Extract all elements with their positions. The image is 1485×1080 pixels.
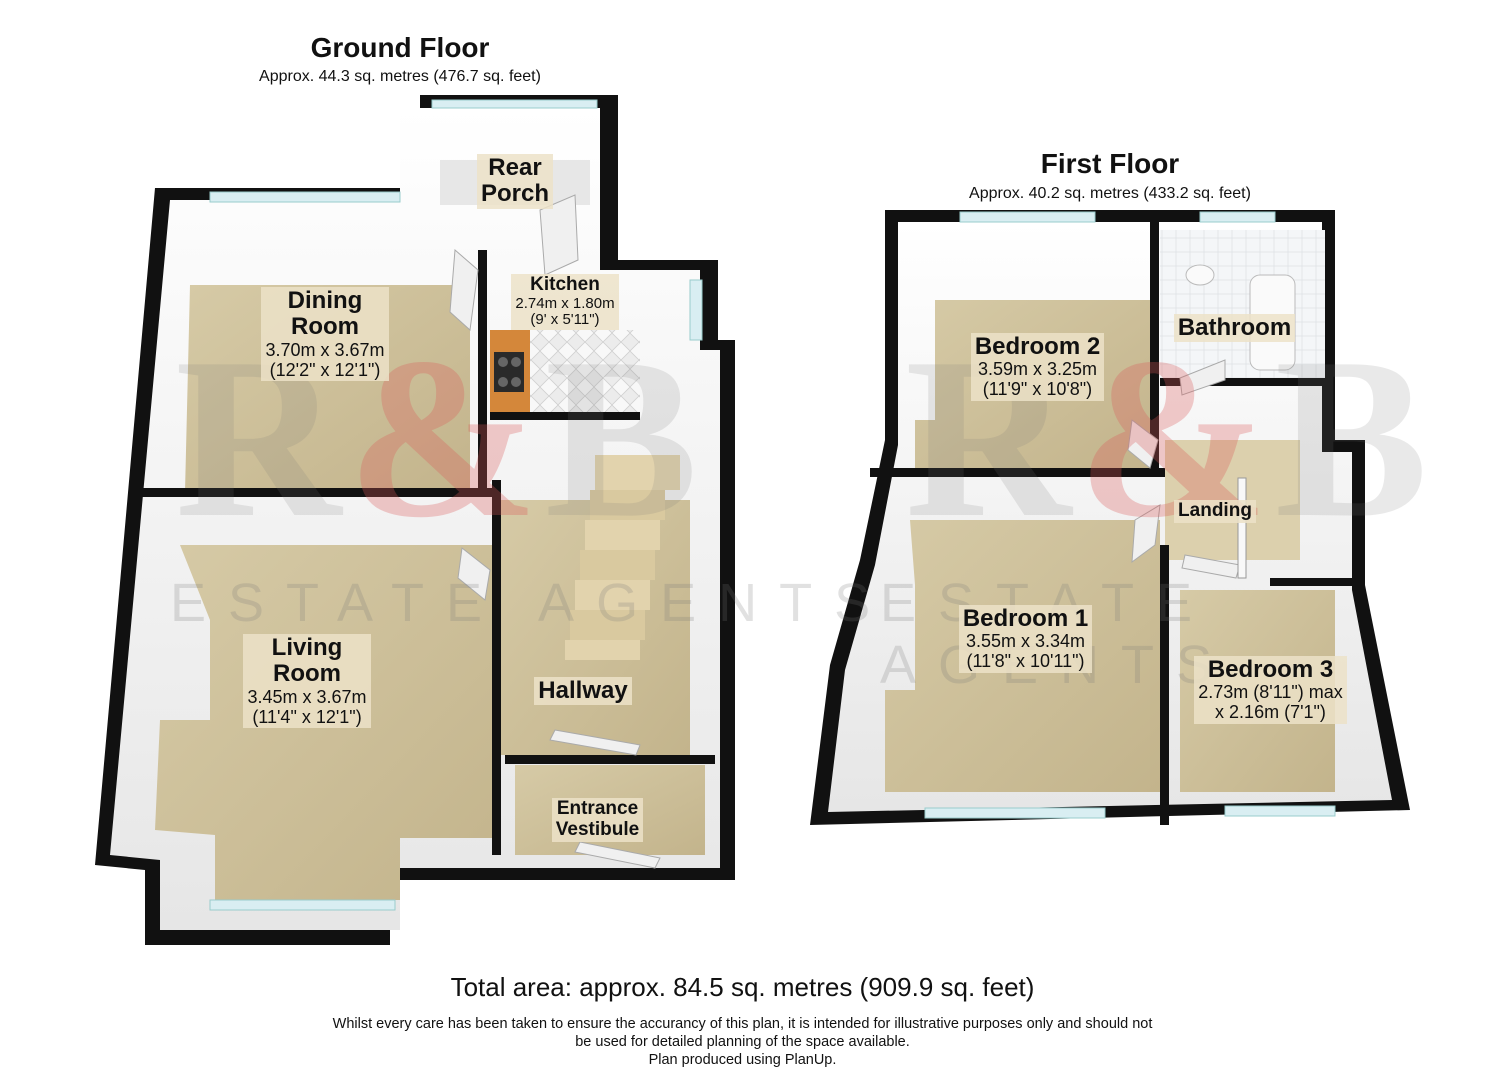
first-floor-area: Approx. 40.2 sq. metres (433.2 sq. feet)	[969, 185, 1251, 202]
kitchen-dim-imperial: (9' x 5'11")	[530, 311, 600, 329]
hallway-label: Hallway	[522, 677, 644, 706]
hob-ring-1	[498, 357, 508, 367]
dining-door	[449, 248, 479, 332]
disclaimer-line-3: Plan produced using PlanUp.	[648, 1052, 837, 1068]
hall-door	[549, 729, 641, 756]
bedroom1-dim-metric: 3.55m x 3.34m	[965, 631, 1086, 652]
hob-ring-2	[511, 357, 521, 367]
dining-room-dim-metric: 3.70m x 3.67m	[265, 339, 385, 360]
bathroom-window	[1199, 211, 1276, 223]
landing-name: Landing	[1178, 500, 1252, 521]
rear-porch-name-2: Porch	[480, 180, 549, 208]
kitchen-hall-wall	[490, 412, 640, 420]
vestibule-name-1: Entrance	[556, 798, 639, 819]
bedroom3-window	[1224, 805, 1336, 817]
ground-floor-title: Ground Floor	[310, 32, 490, 63]
bedroom2-label: Bedroom 2 3.59m x 3.25m (11'9" x 10'8")	[950, 333, 1125, 401]
hob-ring-4	[511, 377, 521, 387]
kitchen-dining-wall	[478, 250, 487, 490]
landing-balustrade	[1237, 477, 1247, 579]
bathroom-door	[1179, 359, 1226, 396]
living-room-dim-metric: 3.45m x 3.67m	[247, 686, 367, 707]
basin	[1185, 264, 1215, 286]
living-window	[209, 899, 396, 911]
kitchen-label: Kitchen 2.74m x 1.80m (9' x 5'11")	[500, 274, 630, 330]
dining-room-label: Dining Room 3.70m x 3.67m (12'2" x 12'1"…	[240, 287, 410, 382]
kitchen-name: Kitchen	[530, 274, 600, 295]
dining-room-dim-imperial: (12'2" x 12'1")	[269, 359, 381, 380]
dining-room-floor	[185, 285, 470, 492]
disclaimer-line-1: Whilst every care has been taken to ensu…	[332, 1016, 1153, 1032]
bathroom-south-wall	[1160, 378, 1330, 386]
bathroom-label: Bathroom	[1162, 314, 1307, 343]
landing-label: Landing	[1160, 500, 1270, 523]
bedroom3-name: Bedroom 3	[1207, 656, 1334, 683]
bathroom-west-wall	[1150, 215, 1159, 475]
living-room-name-1: Living	[271, 634, 343, 661]
bedroom3-door	[1181, 554, 1241, 579]
ground-floor-area: Approx. 44.3 sq. metres (476.7 sq. feet)	[259, 68, 541, 85]
living-room-dim-imperial: (11'4" x 12'1")	[252, 706, 362, 727]
bedroom3-label: Bedroom 3 2.73m (8'11") max x 2.16m (7'1…	[1178, 656, 1363, 724]
landing-bed3-wall	[1270, 578, 1365, 586]
living-room-name-2: Room	[273, 660, 341, 688]
bedroom2-window	[959, 211, 1096, 223]
porch-window	[431, 99, 598, 109]
dining-room-name-1: Dining	[287, 287, 363, 314]
bedroom1-door	[1131, 504, 1161, 564]
bedroom3-dim-line2: x 2.16m (7'1")	[1215, 702, 1326, 723]
bedroom2-dim-metric: 3.59m x 3.25m	[977, 359, 1098, 380]
bedroom3-dim-line1: 2.73m (8'11") max	[1198, 682, 1343, 703]
dining-living-wall	[140, 488, 495, 497]
entrance-vestibule-label: Entrance Vestibule	[540, 798, 655, 842]
bed1-bed2-wall	[870, 468, 1165, 477]
dining-room-name-2: Room	[291, 313, 359, 341]
bedroom1-window	[924, 807, 1106, 819]
bedroom2-dim-imperial: (11'9" x 10'8")	[982, 379, 1093, 400]
front-door	[574, 841, 661, 869]
bedroom2-name: Bedroom 2	[974, 333, 1101, 360]
bedroom2-door	[1127, 419, 1159, 469]
watermark-logo-2: R&B	[905, 310, 1435, 565]
bedroom1-name: Bedroom 1	[962, 605, 1089, 632]
first-floor-title: First Floor	[1040, 148, 1180, 179]
total-area: Total area: approx. 84.5 sq. metres (909…	[450, 972, 1035, 1002]
vestibule-name-2: Vestibule	[555, 818, 640, 840]
disclaimer-line-2: be used for detailed planning of the spa…	[575, 1034, 910, 1050]
hall-living-wall	[492, 480, 501, 855]
watermark-text: ESTATE AGENTS	[170, 573, 893, 633]
living-room-label: Living Room 3.45m x 3.67m (11'4" x 12'1"…	[222, 634, 392, 729]
staircase	[565, 455, 680, 660]
porch-door	[539, 194, 579, 276]
kitchen-dim-metric: 2.74m x 1.80m	[515, 294, 615, 312]
kitchen-window	[689, 279, 703, 341]
hallway-name: Hallway	[538, 677, 628, 704]
bedroom1-dim-imperial: (11'8" x 10'11")	[966, 651, 1085, 672]
rear-porch-label: Rear Porch	[470, 154, 560, 209]
bathroom-name: Bathroom	[1177, 314, 1292, 341]
living-door	[457, 547, 491, 601]
vestibule-wall	[505, 755, 715, 764]
dining-window	[209, 191, 401, 203]
hob-ring-3	[498, 377, 508, 387]
bed1-bed3-wall	[1160, 545, 1169, 825]
bedroom1-label: Bedroom 1 3.55m x 3.34m (11'8" x 10'11")	[938, 605, 1113, 673]
rear-porch-name-1: Rear	[488, 154, 542, 181]
